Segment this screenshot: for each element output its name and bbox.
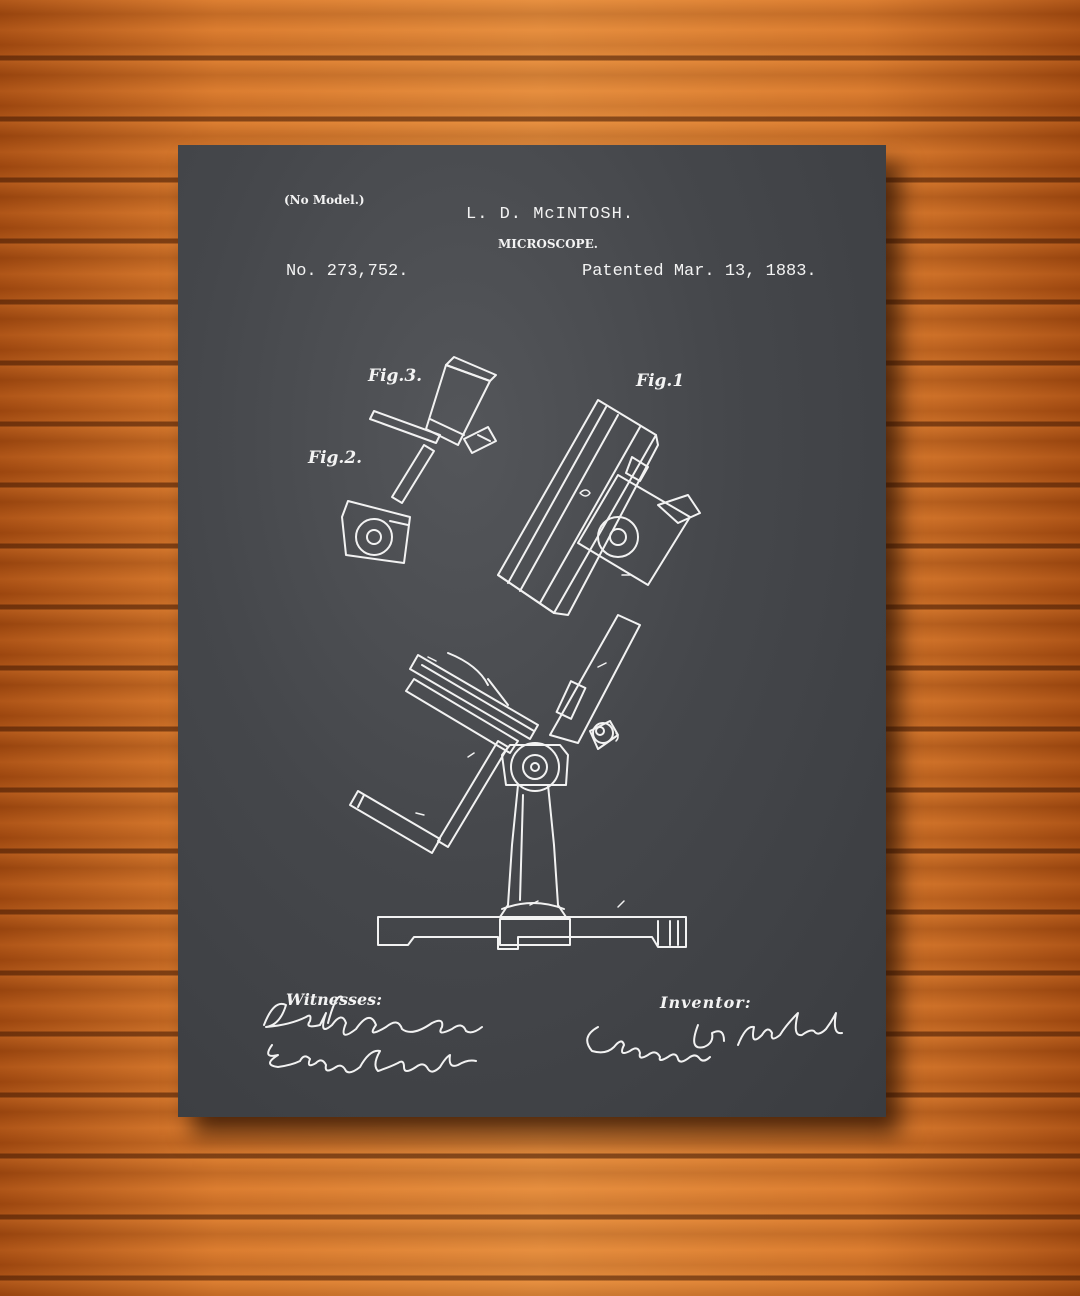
microscope-tube — [497, 399, 701, 616]
patent-title: MICROSCOPE. — [498, 237, 598, 251]
reference-letters — [415, 489, 631, 908]
patent-inventor-name: L. D. McINTOSH. — [466, 205, 635, 224]
microscope-mirror-arm — [349, 740, 509, 854]
microscope-base — [377, 916, 687, 950]
microscope-arm — [549, 614, 641, 744]
microscope-stage — [405, 652, 539, 754]
patent-poster: (No Model.) L. D. McINTOSH. MICROSCOPE. … — [178, 145, 886, 1117]
witnesses-label: Witnesses: — [286, 990, 383, 1009]
figure-3-drawing — [369, 356, 497, 454]
inventor-signature — [586, 1012, 843, 1063]
patent-date: Patented Mar. 13, 1883. — [582, 262, 817, 281]
witness-2-signature — [267, 1044, 477, 1074]
signature-drawings — [263, 995, 843, 1074]
inventor-label: Inventor: — [660, 993, 752, 1012]
patent-number: No. 273,752. — [286, 262, 409, 281]
microscope-pivot — [501, 742, 569, 792]
figure-2-drawing — [341, 444, 435, 564]
figure-1-label: Fig.1 — [636, 371, 685, 391]
figure-2-label: Fig.2. — [308, 448, 363, 468]
detail-drawings — [341, 356, 497, 564]
no-model-label: (No Model.) — [284, 193, 365, 207]
microscope-drawing — [349, 399, 701, 950]
figure-3-label: Fig.3. — [368, 366, 423, 386]
witness-1-signature — [263, 995, 483, 1036]
